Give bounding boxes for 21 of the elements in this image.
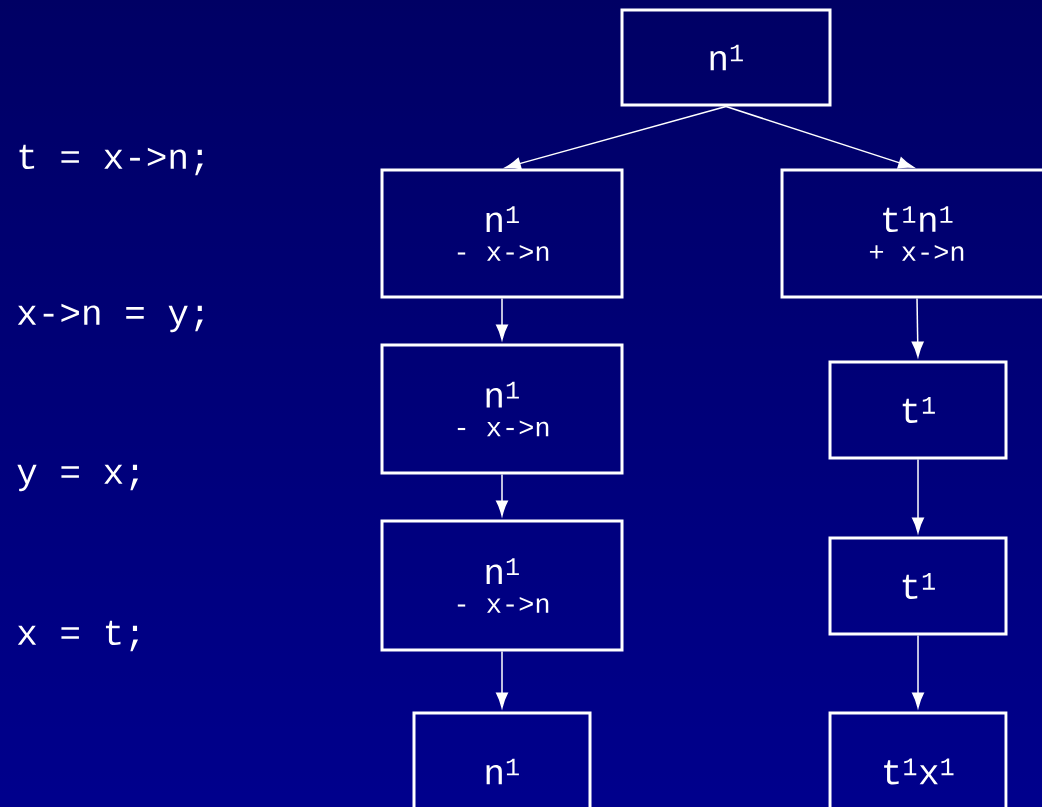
arrow — [496, 297, 508, 341]
box: n$^{1}$ - x->n — [380, 343, 624, 475]
code-line: x = t; — [17, 620, 138, 652]
box: t$^{1}$n$^{1}$ + x->n — [780, 168, 1042, 299]
code-line: x->n = y; — [17, 303, 203, 333]
box: n$^{1}$ - x->n — [380, 519, 624, 652]
arrow — [505, 105, 727, 170]
box: t$^{1}$x$^{1}$ — [828, 711, 1008, 807]
box: n$^{1}$ — [620, 8, 832, 107]
box: t$^{1}$ — [828, 360, 1008, 460]
arrow — [912, 634, 924, 709]
code-line: t = x->n; — [19, 144, 203, 176]
arrow — [496, 650, 508, 709]
arrow — [725, 105, 914, 169]
code-line: y = x; — [17, 464, 138, 492]
arrow — [912, 458, 924, 534]
arrow — [911, 297, 924, 358]
arrow — [496, 473, 508, 517]
box: n$^{1}$ — [412, 711, 592, 807]
box: t$^{1}$ — [828, 536, 1008, 636]
box: n$^{1}$ - x->n — [380, 168, 624, 299]
